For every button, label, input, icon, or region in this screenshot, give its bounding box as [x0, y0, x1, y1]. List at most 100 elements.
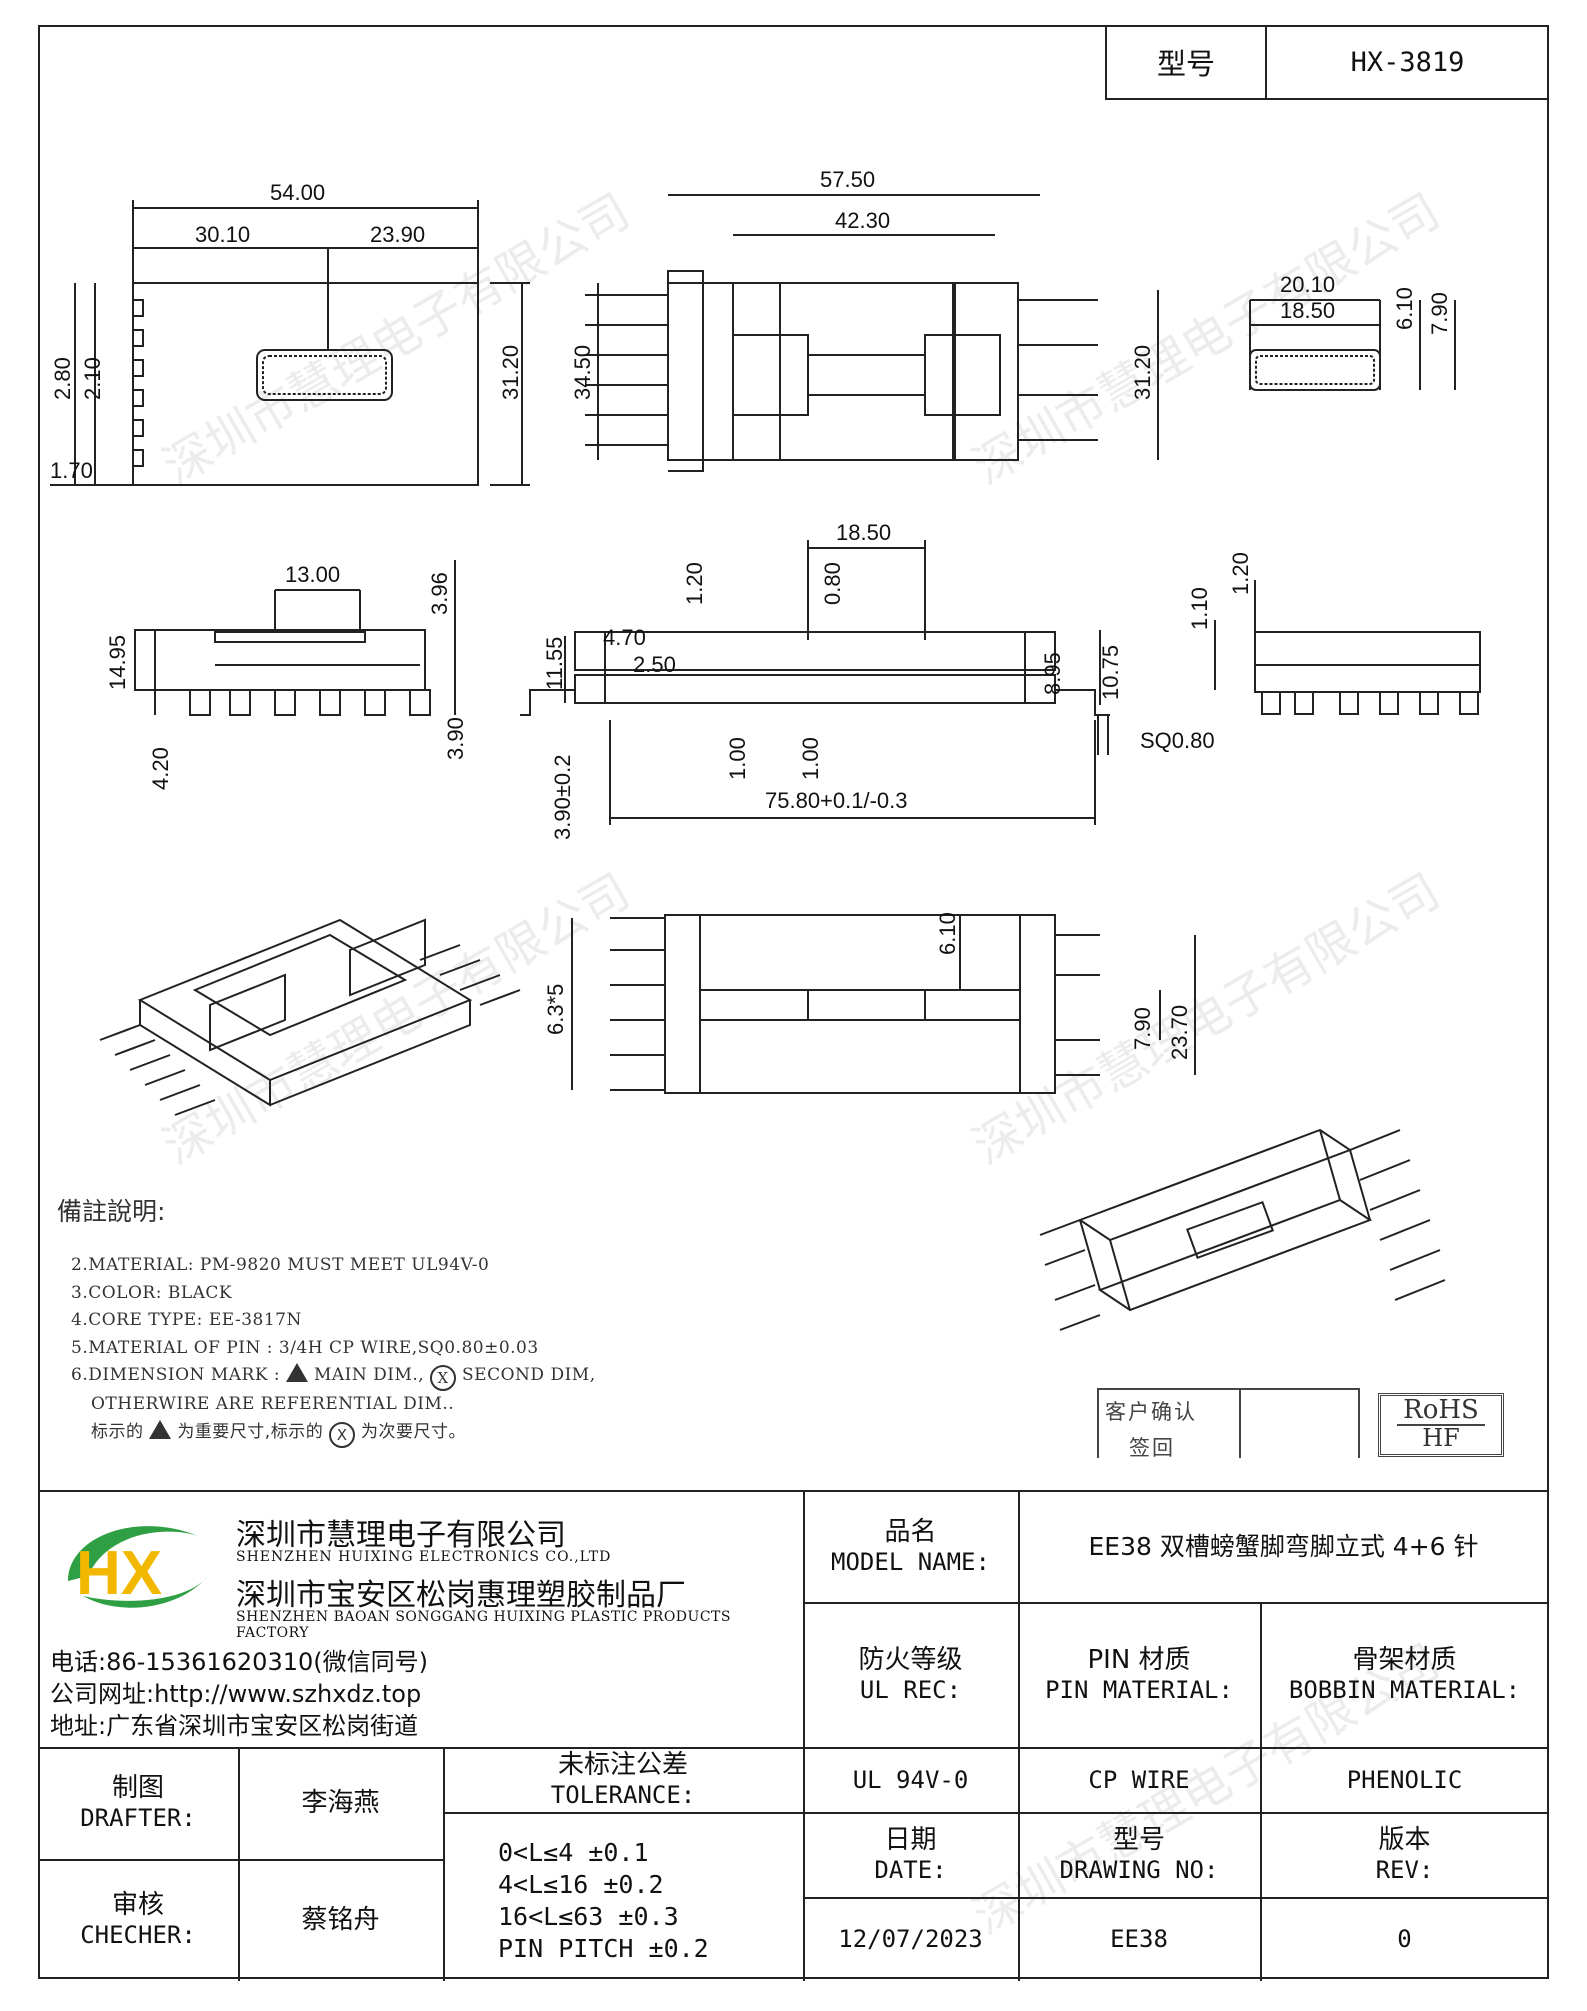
dim-label: 2.80	[50, 357, 75, 400]
dim-label: 57.50	[820, 167, 875, 192]
dim-label: 75.80+0.1/-0.3	[765, 788, 908, 813]
front-view	[585, 194, 1159, 472]
note-cn-a: 标示的	[91, 1421, 144, 1442]
note-cn-b: 为重要尺寸,标示的	[177, 1421, 324, 1442]
note-second-dim: SECOND DIM,	[462, 1365, 596, 1385]
dim-label: 1.00	[798, 737, 823, 780]
note-main-dim: MAIN DIM.,	[313, 1365, 425, 1385]
grid-line	[238, 1747, 240, 1981]
bobbin-material-label: 骨架材质 BOBBIN MATERIAL:	[1288, 1644, 1521, 1704]
dim-label: 10.75	[1098, 645, 1123, 700]
pin-material-value: CP WIRE	[1088, 1765, 1190, 1794]
company-name-en: SHENZHEN HUIXING ELECTRONICS CO.,LTD	[236, 1549, 612, 1565]
note-line: 4.CORE TYPE: EE-3817N	[71, 1310, 302, 1330]
isometric-view-left	[99, 918, 521, 1116]
grid-line	[803, 1812, 1549, 1814]
dim-label: 4.20	[148, 747, 173, 790]
grid-line	[1018, 1492, 1020, 1981]
notes-title: 備註說明:	[57, 1197, 166, 1226]
grid-line	[803, 1897, 1549, 1899]
company-logo-icon: HX	[68, 1526, 208, 1608]
dim-label: 42.30	[835, 208, 890, 233]
model-name-value: EE38 双槽螃蟹脚弯脚立式 4+6 针	[1088, 1532, 1479, 1561]
dim-label: 1.20	[1228, 552, 1253, 595]
dim-label: 1.00	[725, 737, 750, 780]
dim-label: 1.70	[50, 458, 93, 483]
note-line: OTHERWIRE ARE REFERENTIAL DIM..	[91, 1394, 455, 1414]
dim-label: 23.90	[370, 222, 425, 247]
dim-label: 1.10	[1187, 587, 1212, 630]
dim-label: 2.50	[633, 652, 676, 677]
ul-rec-label: 防火等级 UL REC:	[858, 1644, 963, 1704]
grid-line	[38, 1859, 443, 1861]
tolerance-row: PIN PITCH ±0.2	[498, 1934, 709, 1963]
tolerance-row: 0<L≤4 ±0.1	[498, 1838, 649, 1867]
dim-label: 31.20	[498, 345, 523, 400]
side-view	[134, 560, 456, 716]
grid-line	[803, 1492, 805, 1981]
model-number-value: HX-3819	[1350, 46, 1465, 78]
note-line: 5.MATERIAL OF PIN : 3/4H CP WIRE,SQ0.80±…	[71, 1337, 539, 1358]
dim-label: 23.70	[1167, 1005, 1192, 1060]
notes-block: 備註說明: 2.MATERIAL: PM-9820 MUST MEET UL94…	[57, 1192, 596, 1448]
drawing-frame	[38, 25, 1549, 1979]
company-info: HX 深圳市慧理电子有限公司 SHENZHEN HUIXING ELECTRON…	[38, 1492, 803, 1747]
dim-label: 6.10	[935, 912, 960, 955]
drafter-label: 制图 DRAFTER:	[80, 1773, 196, 1832]
tolerance-label: 未标注公差 TOLERANCE:	[550, 1749, 696, 1809]
factory-name-cn: 深圳市宝安区松岗惠理塑胶制品厂	[236, 1578, 686, 1613]
dim-label: 54.00	[270, 180, 325, 205]
checker-label: 审核 CHECHER:	[80, 1890, 196, 1949]
company-website: 公司网址:http://www.szhxdz.top	[50, 1680, 422, 1708]
note-line: 3.COLOR: BLACK	[71, 1282, 233, 1303]
date-label: 日期 DATE:	[874, 1824, 947, 1884]
model-number-label: 型号	[1107, 26, 1267, 98]
dim-label: 11.55	[542, 637, 567, 690]
dim-label: 6.10	[1392, 287, 1417, 330]
confirm-sign-label: 签回	[1129, 1436, 1175, 1460]
ul-rec-value: UL 94V-0	[852, 1765, 969, 1794]
note-line: 2.MATERIAL: PM-9820 MUST MEET UL94V-0	[71, 1255, 490, 1275]
drawing-no-label: 型号 DRAWING NO:	[1059, 1824, 1219, 1884]
dim-label: 14.95	[105, 635, 130, 690]
dim-label: 1.20	[682, 562, 707, 605]
company-name-cn: 深圳市慧理电子有限公司	[236, 1518, 566, 1553]
rev-value: 0	[1397, 1925, 1412, 1953]
grid-line	[1260, 1602, 1262, 1981]
tolerance-row: 16<L≤63 ±0.3	[498, 1902, 679, 1931]
note-dim-prefix: 6.DIMENSION MARK :	[71, 1365, 281, 1385]
dim-label: 3.90	[443, 717, 468, 760]
dim-label: 8.95	[1040, 652, 1065, 695]
dim-label: 18.50	[1280, 298, 1335, 323]
date-value: 12/07/2023	[838, 1925, 983, 1953]
technical-drawing: 54.00 30.10 23.90 2.80 2.10 1.70 31.20 5…	[50, 167, 1481, 1331]
company-address: 地址:广东省深圳市宝安区松岗街道	[50, 1712, 419, 1740]
rev-label: 版本 REV:	[1375, 1824, 1434, 1884]
hf-label: HF	[1397, 1424, 1485, 1450]
isometric-view-right	[1039, 1128, 1446, 1331]
confirm-divider	[1239, 1390, 1241, 1458]
dim-label: 7.90	[1130, 1007, 1155, 1050]
dim-label: 34.50	[570, 345, 595, 400]
dim-label: 13.00	[285, 562, 340, 587]
dim-label: 20.10	[1280, 272, 1335, 297]
bottom-view	[571, 914, 1196, 1094]
dim-label: 31.20	[1130, 345, 1155, 400]
second-dim-circle-icon: X	[430, 1365, 457, 1391]
second-dim-circle-icon: X	[329, 1421, 356, 1448]
note-line-cn: 标示的 为重要尺寸,标示的 X 为次要尺寸。	[57, 1419, 596, 1448]
checker-name: 蔡铭舟	[301, 1905, 380, 1935]
right-side-view	[1214, 580, 1481, 715]
grid-line	[443, 1812, 803, 1814]
grid-line	[38, 1747, 1549, 1749]
customer-confirm-box: 客户确认 签回	[1097, 1388, 1360, 1460]
drawing-no-value: EE38	[1110, 1925, 1168, 1953]
confirm-label: 客户确认	[1105, 1400, 1197, 1424]
dim-label: 18.50	[836, 520, 891, 545]
rohs-stamp: RoHS HF	[1378, 1393, 1504, 1457]
dim-label: SQ0.80	[1140, 728, 1215, 753]
drafter-name: 李海燕	[301, 1788, 380, 1818]
dim-label: 0.80	[820, 562, 845, 605]
rohs-label: RoHS	[1403, 1395, 1479, 1425]
middle-section-view	[520, 540, 1110, 825]
